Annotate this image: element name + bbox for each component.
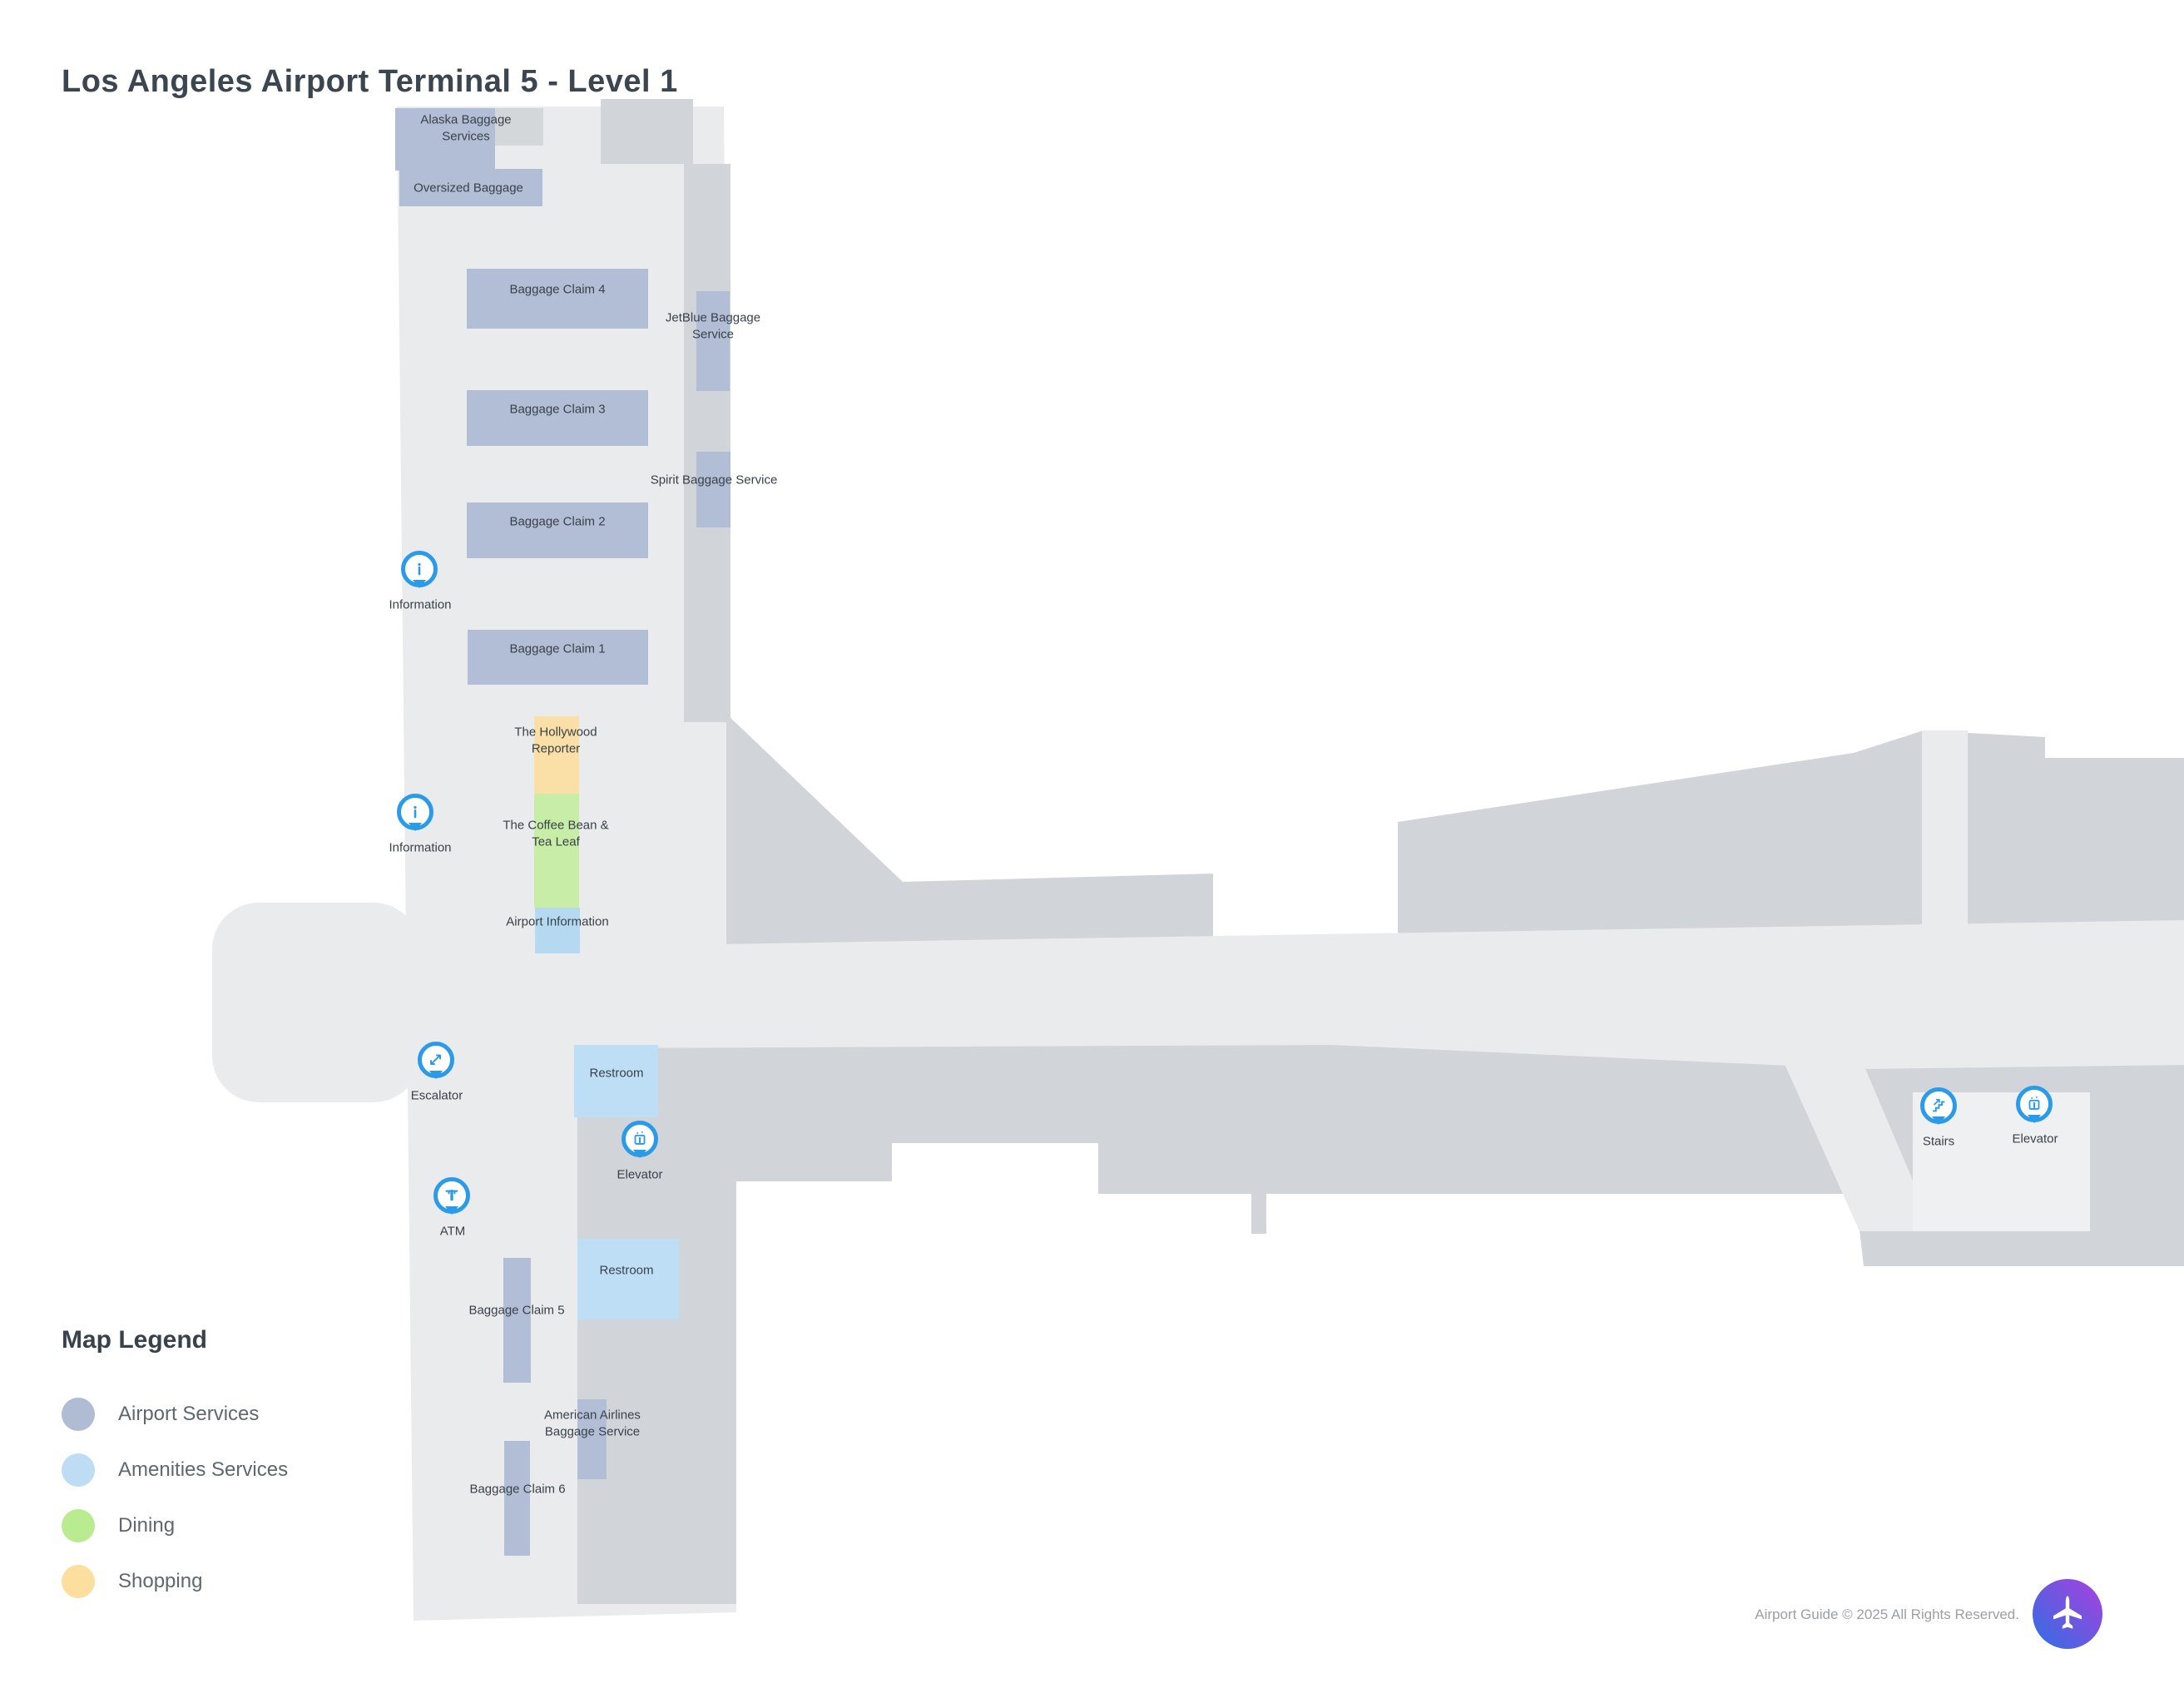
- escalator-pin[interactable]: [418, 1042, 454, 1078]
- area-baggage-claim-6[interactable]: [504, 1441, 530, 1556]
- airplane-icon: [2053, 1596, 2082, 1629]
- map-legend: Map Legend Airport Services Amenities Se…: [62, 1326, 288, 1621]
- area-american-airlines-baggage[interactable]: [577, 1399, 607, 1479]
- label-oversized-baggage: Oversized Baggage: [414, 181, 523, 196]
- area-baggage-claim-5[interactable]: [503, 1258, 531, 1383]
- alaska-label-backing: [495, 108, 543, 146]
- area-jetblue-baggage-service[interactable]: [696, 291, 730, 391]
- page-title: Los Angeles Airport Terminal 5 - Level 1: [62, 64, 678, 100]
- stairs-icon: [1933, 1098, 1945, 1112]
- stairs-pin[interactable]: [1920, 1087, 1957, 1124]
- information-icon: [414, 805, 417, 819]
- legend-item-label: Dining: [118, 1514, 176, 1537]
- amenities-services-swatch: [62, 1453, 95, 1487]
- label-alaska-baggage-services: Alaska Baggage Services: [420, 112, 512, 144]
- label-airport-information: Airport Information: [506, 914, 609, 929]
- information-pin[interactable]: [401, 551, 438, 587]
- atm-icon: [445, 1190, 458, 1201]
- area-baggage-claim-1[interactable]: [468, 630, 648, 685]
- label-restroom-upper: Restroom: [589, 1066, 644, 1081]
- airport-services-swatch: [62, 1398, 95, 1431]
- label-baggage-claim-3: Baggage Claim 3: [509, 402, 606, 417]
- label-stairs: Stairs: [1922, 1134, 1955, 1149]
- area-spirit-baggage-service[interactable]: [696, 452, 730, 527]
- label-coffee-bean-tea-leaf: The Coffee Bean & Tea Leaf: [503, 818, 609, 849]
- label-baggage-claim-5: Baggage Claim 5: [468, 1303, 565, 1318]
- label-atm: ATM: [439, 1224, 466, 1239]
- label-spirit-baggage-service: Spirit Baggage Service: [650, 473, 778, 488]
- elevator-icon: [634, 1131, 646, 1145]
- legend-item-label: Amenities Services: [118, 1458, 289, 1481]
- atm-pin[interactable]: [433, 1177, 470, 1214]
- area-oversized-baggage[interactable]: [399, 169, 542, 206]
- legend-item-amenities-services: Amenities Services: [62, 1453, 288, 1487]
- shopping-swatch: [62, 1565, 95, 1598]
- label-jetblue-baggage-service: JetBlue Baggage Service: [665, 310, 761, 342]
- label-information-1: Information: [389, 597, 452, 612]
- airport-guide-logo: [2033, 1579, 2102, 1649]
- label-escalator: Escalator: [410, 1088, 463, 1103]
- elevator-pin[interactable]: [622, 1121, 658, 1157]
- elevator-pin[interactable]: [2016, 1086, 2053, 1122]
- escalator-icon: [430, 1054, 442, 1066]
- label-restroom-lower: Restroom: [599, 1263, 654, 1278]
- area-baggage-claim-4[interactable]: [467, 269, 648, 329]
- label-baggage-claim-2: Baggage Claim 2: [509, 514, 606, 529]
- label-information-2: Information: [389, 840, 452, 855]
- label-hollywood-reporter: The Hollywood Reporter: [514, 725, 597, 756]
- information-pin[interactable]: [397, 794, 433, 830]
- area-baggage-claim-3[interactable]: [467, 390, 648, 446]
- label-baggage-claim-6: Baggage Claim 6: [469, 1482, 566, 1497]
- label-elevator-2: Elevator: [2012, 1131, 2058, 1146]
- copyright-text: Airport Guide © 2025 All Rights Reserved…: [1755, 1606, 2019, 1622]
- stairs-passage-floor: [1780, 1055, 1934, 1231]
- area-restroom-lower[interactable]: [577, 1239, 679, 1319]
- service-zone-top: [601, 99, 730, 722]
- label-elevator-1: Elevator: [617, 1167, 663, 1182]
- legend-title: Map Legend: [62, 1326, 208, 1354]
- legend-item-airport-services: Airport Services: [62, 1398, 288, 1431]
- right-corridor-strip: [1922, 730, 1968, 947]
- elevator-icon: [2028, 1096, 2040, 1110]
- area-airport-information[interactable]: [535, 908, 580, 953]
- legend-item-label: Airport Services: [118, 1403, 260, 1425]
- area-hollywood-reporter[interactable]: [534, 716, 579, 794]
- information-icon: [418, 562, 421, 576]
- legend-item-label: Shopping: [118, 1570, 203, 1592]
- area-alaska-baggage-services[interactable]: [395, 108, 495, 171]
- area-restroom-upper[interactable]: [574, 1045, 658, 1117]
- concourse-corridor-floor: [223, 920, 2184, 1069]
- label-baggage-claim-4: Baggage Claim 4: [509, 282, 606, 297]
- label-baggage-claim-1: Baggage Claim 1: [509, 641, 606, 656]
- area-baggage-claim-2[interactable]: [467, 502, 648, 558]
- legend-item-dining: Dining: [62, 1509, 288, 1542]
- label-american-airlines-baggage: American Airlines Baggage Service: [544, 1408, 641, 1439]
- legend-item-shopping: Shopping: [62, 1565, 288, 1598]
- dining-swatch: [62, 1509, 95, 1542]
- area-coffee-bean-tea-leaf[interactable]: [534, 794, 579, 908]
